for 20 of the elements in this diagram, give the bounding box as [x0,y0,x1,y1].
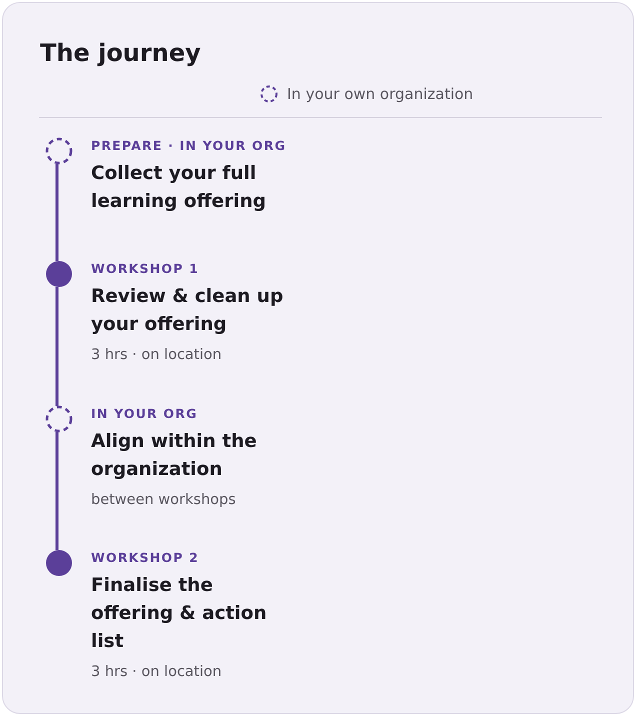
step-tag: WORKSHOP 2 [91,550,200,566]
timeline-line [56,432,58,550]
step-title: Finalise the offering & action list [91,574,268,654]
step-note: between workshops [91,491,236,510]
step-title: Collect your full learning offering [91,162,267,214]
timeline-line [56,164,58,261]
step-title: Align within the organization [91,430,258,482]
step-note: 3 hrs · on location [91,346,222,365]
title: The journey [40,39,201,67]
step-note: 3 hrs · on location [91,663,222,682]
legend-label: In your own organization [287,85,474,103]
step-tag: PREPARE · IN YOUR ORG [91,138,286,154]
step-tag: IN YOUR ORG [91,406,198,422]
dashed-circle-marker [44,136,74,166]
step-title: Review & clean up your offering [91,285,284,337]
timeline-dot [44,259,74,289]
timeline-line [56,287,58,406]
step-tag: WORKSHOP 1 [91,261,200,277]
dashed-circle-marker [44,404,74,434]
timeline-dot [44,548,74,578]
